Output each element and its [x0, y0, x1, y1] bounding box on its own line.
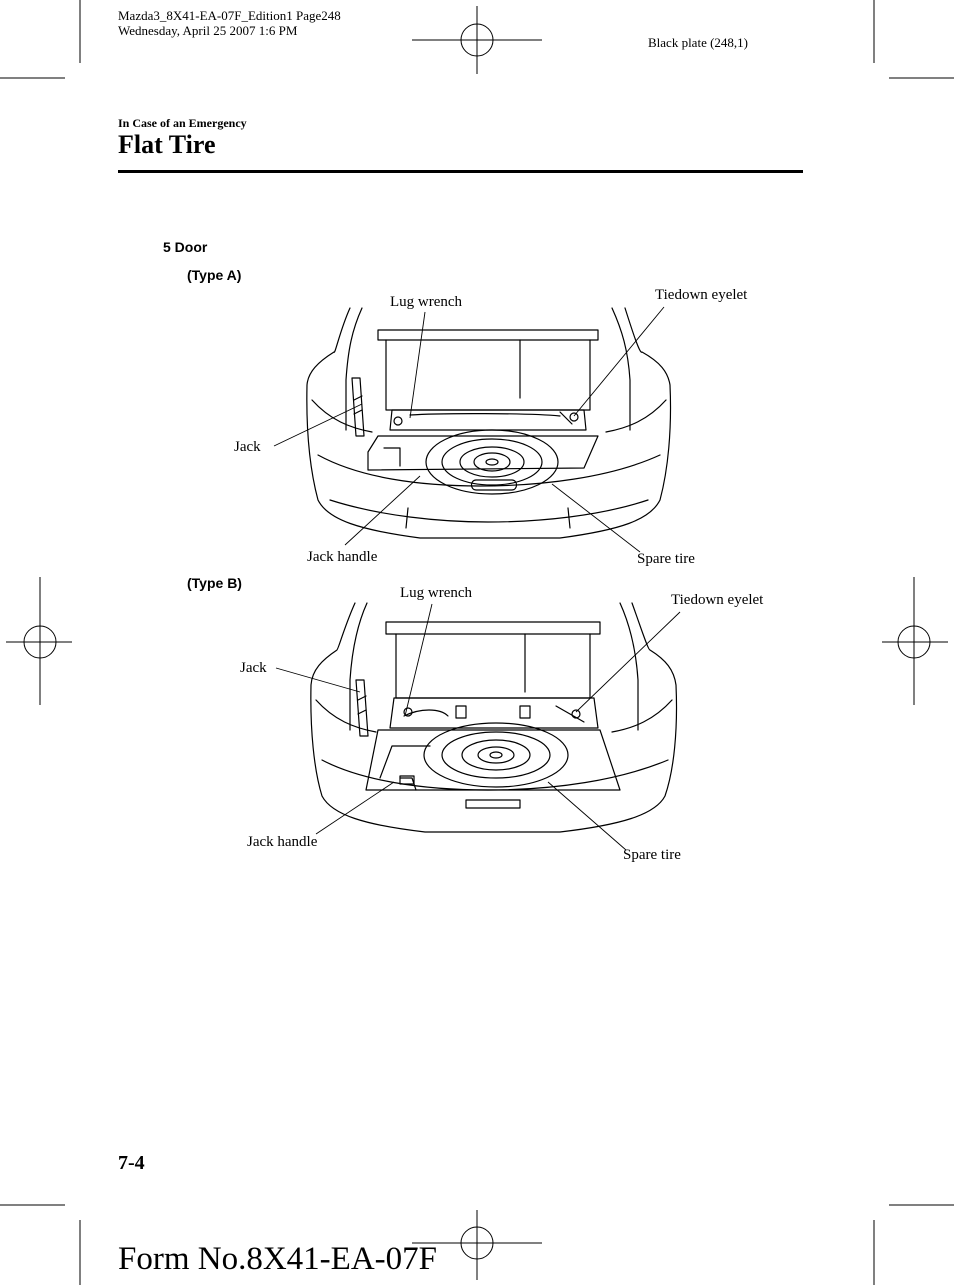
figure-a-label-spare-tire: Spare tire	[637, 551, 695, 567]
page-number: 7-4	[118, 1152, 145, 1174]
section-kicker: In Case of an Emergency	[118, 116, 247, 130]
type-b-label: (Type B)	[187, 575, 242, 591]
figure-b-label-jack-handle: Jack handle	[247, 834, 318, 850]
figure-b-label-lug-wrench: Lug wrench	[400, 585, 473, 601]
figure-b-label-jack: Jack	[240, 660, 267, 676]
print-header-job: Mazda3_8X41-EA-07F_Edition1 Page248 Wedn…	[118, 8, 341, 38]
type-a-label: (Type A)	[187, 267, 242, 283]
figure-a-label-jack-handle: Jack handle	[307, 549, 378, 565]
title-rule	[118, 170, 803, 173]
print-header-line2: Wednesday, April 25 2007 1:6 PM	[118, 23, 298, 38]
model-label: 5 Door	[163, 239, 208, 255]
figure-b-label-tiedown-eyelet: Tiedown eyelet	[671, 592, 764, 608]
page-title: Flat Tire	[118, 130, 216, 159]
figure-a-label-tiedown-eyelet: Tiedown eyelet	[655, 287, 748, 303]
figure-a-label-jack: Jack	[234, 439, 261, 455]
print-header-line1: Mazda3_8X41-EA-07F_Edition1 Page248	[118, 8, 341, 23]
figure-a-label-lug-wrench: Lug wrench	[390, 294, 463, 310]
form-number: Form No.8X41-EA-07F	[118, 1241, 437, 1277]
figure-b-label-spare-tire: Spare tire	[623, 847, 681, 863]
print-header-plate: Black plate (248,1)	[648, 35, 748, 50]
